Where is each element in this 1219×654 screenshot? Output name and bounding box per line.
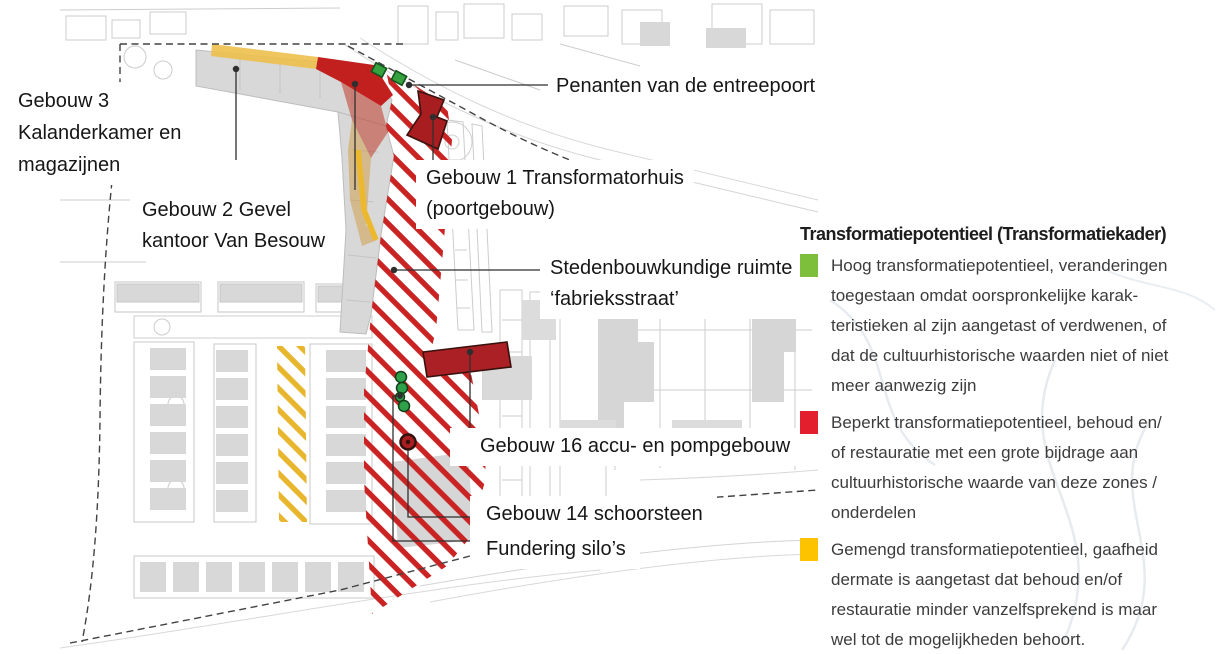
legend-line: Hoog transformatiepotentieel, veranderin… <box>831 256 1168 275</box>
label-line: (poortgebouw) <box>426 198 555 220</box>
legend-title: Transformatiepotentieel (Transformatieka… <box>800 224 1167 244</box>
label-gebouw-1: Gebouw 1 Transformatorhuis (poortgebouw) <box>416 160 694 229</box>
monument-shapes <box>370 61 512 451</box>
legend-line: toegestaan omdat oorspronkelijke karak- <box>831 286 1139 305</box>
legend-line: onderdelen <box>831 503 917 522</box>
label-gebouw-14: Gebouw 14 schoorsteen <box>470 496 717 534</box>
red-ring-marker <box>399 433 417 451</box>
legend: Transformatiepotentieel (Transformatieka… <box>800 224 1219 654</box>
background-buildings <box>114 22 796 599</box>
label-line: Gebouw 2 Gevel <box>142 199 291 221</box>
red-hatch-zone <box>364 70 486 614</box>
label-gebouw-16: Gebouw 16 accu- en pompgebouw <box>450 428 811 466</box>
legend-line: cultuurhistorische waarde van deze zones… <box>831 473 1158 492</box>
label-fundering-silos: Fundering silo’s <box>470 531 640 569</box>
transformer-house-shape <box>405 89 448 151</box>
green-swatch-icon <box>800 254 818 277</box>
legend-line: dermate is aangetast dat behoud en/of <box>831 570 1123 589</box>
green-square-markers <box>370 61 408 87</box>
label-line: Gebouw 1 Transformatorhuis <box>426 167 684 189</box>
label-line: magazijnen <box>18 154 121 176</box>
red-swatch-icon <box>800 411 818 434</box>
legend-item-text: Hoog transformatiepotentieel, veranderin… <box>831 251 1168 401</box>
label-line: kantoor Van Besouw <box>142 230 326 252</box>
label-line: Fundering silo’s <box>486 538 626 560</box>
legend-line: teristieken al zijn aangetast of verdwen… <box>831 316 1167 335</box>
legend-item-hoog: Hoog transformatiepotentieel, veranderin… <box>800 251 1219 401</box>
legend-line: Beperkt transformatiepotentieel, behoud … <box>831 413 1162 432</box>
label-line: Gebouw 16 accu- en pompgebouw <box>480 435 791 457</box>
legend-line: dat de cultuurhistorische waarden niet o… <box>831 346 1169 365</box>
label-line: Penanten van de entreepoort <box>556 75 816 97</box>
accu-pump-building-shape <box>422 341 512 378</box>
label-stedenbouwkundige-ruimte: Stedenbouwkundige ruimte ‘fabrieksstraat… <box>540 250 803 319</box>
label-gebouw-2: Gebouw 2 Gevel kantoor Van Besouw <box>132 192 336 261</box>
label-line: Kalanderkamer en <box>18 122 182 144</box>
label-line: Gebouw 3 <box>18 90 110 112</box>
leader-lines <box>232 65 548 542</box>
legend-item-beperkt: Beperkt transformatiepotentieel, behoud … <box>800 408 1219 528</box>
label-line: Gebouw 14 schoorsteen <box>486 503 703 525</box>
legend-line: of restauratie met een grote bijdrage aa… <box>831 443 1139 462</box>
label-penanten: Penanten van de entreepoort <box>548 69 824 104</box>
yellow-swatch-icon <box>800 538 818 561</box>
label-gebouw-3: Gebouw 3 Kalanderkamer en magazijnen <box>8 82 192 185</box>
legend-line: Gemengd transformatiepotentieel, gaafhei… <box>831 540 1158 559</box>
legend-item-text: Beperkt transformatiepotentieel, behoud … <box>831 408 1162 528</box>
label-line: Stedenbouwkundige ruimte <box>550 257 793 279</box>
legend-line: meer aanwezig zijn <box>831 376 977 395</box>
legend-item-text: Gemengd transformatiepotentieel, gaafhei… <box>831 535 1158 654</box>
green-dot-markers <box>394 370 411 413</box>
yellow-hatch-strip <box>277 346 307 522</box>
label-line: ‘fabrieksstraat’ <box>550 288 679 310</box>
legend-line: wel tot de mogelijkheden behoort. <box>831 630 1086 649</box>
legend-item-gemengd: Gemengd transformatiepotentieel, gaafhei… <box>800 535 1219 654</box>
legend-line: restauratie minder vanzelfsprekend is ma… <box>831 600 1157 619</box>
